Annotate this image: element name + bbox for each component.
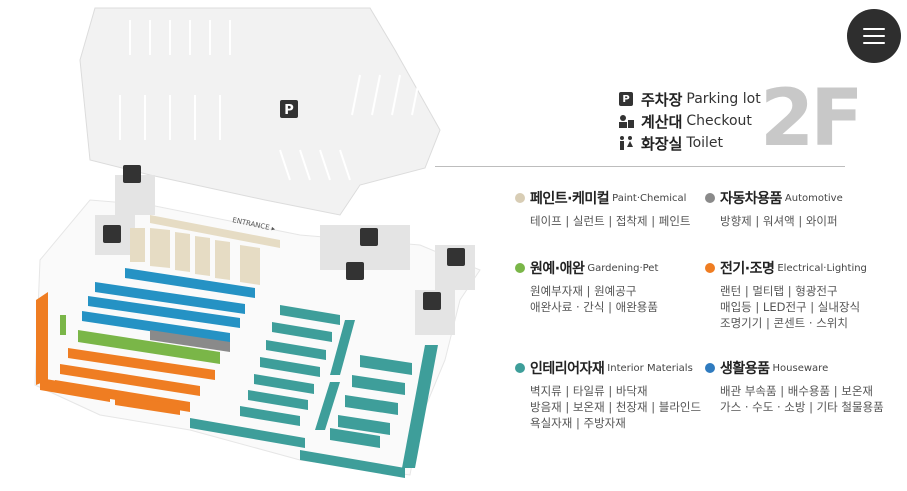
interior-dot-icon — [515, 363, 525, 373]
divider — [435, 166, 845, 167]
escalator-icon-2 — [447, 248, 465, 266]
legend-checkout-kr: 계산대 — [641, 112, 683, 131]
legend-checkout: 계산대 Checkout — [617, 110, 761, 132]
category-items: 테이프 | 실런트 | 접착제 | 페인트 — [530, 214, 691, 228]
category-subtitle: Electrical·Lighting — [777, 262, 867, 274]
electrical-dot-icon — [705, 263, 715, 273]
category-items: 랜턴 | 멀티탭 | 형광전구 매입등 | LED전구 | 실내장식 조명기기 … — [720, 284, 861, 330]
facility-legend: P 주차장 Parking lot 계산대 Checkout 화장실 Toile… — [617, 88, 761, 154]
category-title: 인테리어자재 — [530, 361, 605, 377]
checkout-icon — [617, 114, 635, 128]
parking-spaces — [119, 20, 421, 181]
legend-parking-kr: 주차장 — [641, 90, 683, 109]
interior-shelves — [190, 305, 438, 478]
elevator-icon-2 — [423, 292, 441, 310]
category-title: 생활용품 — [720, 361, 770, 377]
category-title: 자동차용품 — [720, 191, 782, 207]
legend-toilet: 화장실 Toilet — [617, 132, 761, 154]
gardening-dot-icon — [515, 263, 525, 273]
category-subtitle: Gardening·Pet — [587, 262, 659, 274]
toilet-icon — [617, 136, 635, 150]
menu-button[interactable] — [847, 9, 901, 63]
escalator-icon — [103, 225, 121, 243]
legend-toilet-kr: 화장실 — [641, 134, 683, 153]
floor-label: 2F — [760, 74, 864, 164]
parking-area — [79, 7, 441, 216]
category-subtitle: Automotive — [784, 192, 843, 204]
parking-icon-label: P — [284, 103, 294, 118]
paint-dot-icon — [515, 193, 525, 203]
legend-toilet-en: Toilet — [686, 135, 724, 151]
electrical-shelves — [36, 292, 215, 415]
menu-icon-line — [863, 28, 885, 30]
category-items: 배관 부속품 | 배수용품 | 보온재 가스 · 수도 · 소방 | 기타 철물… — [720, 384, 884, 414]
category-title: 원예·애완 — [530, 261, 585, 277]
legend-parking-en: Parking lot — [686, 91, 761, 107]
menu-icon-line — [863, 35, 885, 37]
parking-icon: P — [619, 92, 633, 106]
legend-parking: P 주차장 Parking lot — [617, 88, 761, 110]
category-items: 원예부자재 | 원예공구 애완사료 · 간식 | 애완용품 — [530, 284, 658, 314]
toilet-icon — [360, 228, 378, 246]
parking-icon — [280, 100, 298, 118]
automotive-dot-icon — [705, 193, 715, 203]
category-items: 방향제 | 워셔액 | 와이퍼 — [720, 214, 838, 228]
paint-shelves — [130, 215, 280, 285]
houseware-dot-icon — [705, 363, 715, 373]
category-subtitle: Paint·Chemical — [612, 192, 687, 204]
houseware-shelves — [82, 268, 255, 343]
legend-checkout-en: Checkout — [686, 113, 752, 129]
checkout-icon — [346, 262, 364, 280]
automotive-shelves — [150, 330, 230, 352]
elevator-icon — [123, 165, 141, 183]
category-subtitle: Houseware — [772, 362, 829, 374]
category-title: 전기·조명 — [720, 261, 775, 277]
gardening-shelves — [60, 315, 220, 364]
menu-icon-line — [863, 42, 885, 44]
category-subtitle: Interior Materials — [607, 362, 693, 374]
category-title: 페인트·케미컬 — [530, 191, 610, 207]
category-items: 벽지류 | 타일류 | 바닥재 방음재 | 보온재 | 천장재 | 블라인드 욕… — [530, 384, 702, 430]
floor-map: P ENTRANCE ▸ — [34, 7, 481, 478]
